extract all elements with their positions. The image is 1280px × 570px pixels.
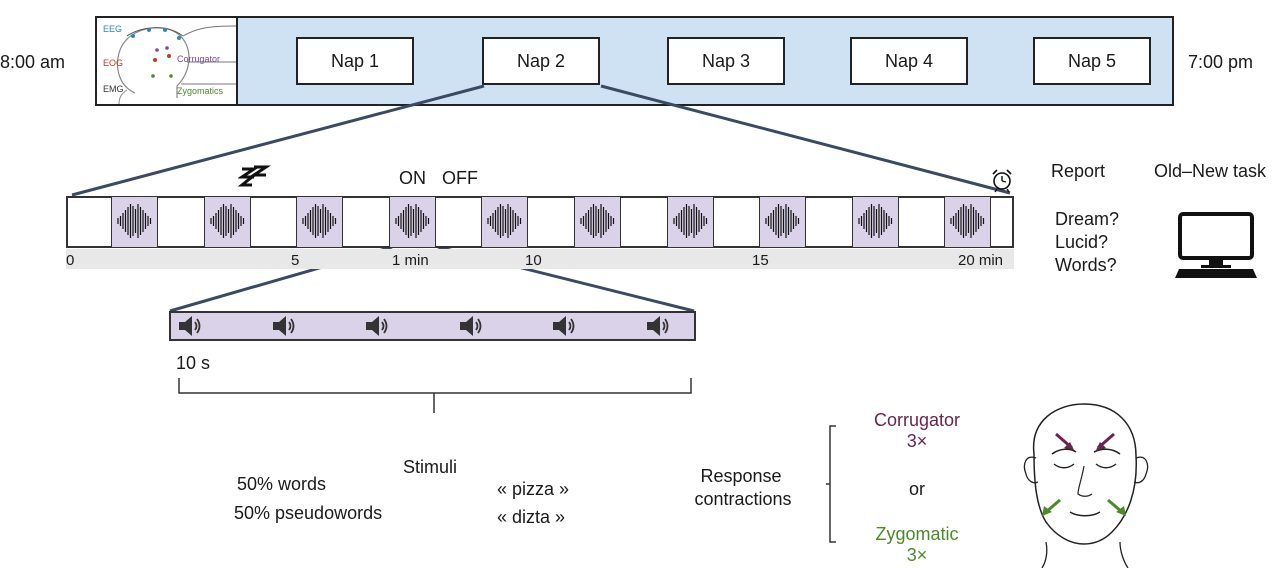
on-label: ON [399, 168, 426, 188]
stim-block-bar [169, 311, 696, 341]
sound-waveform-icon [117, 204, 152, 238]
sound-waveform-icon [302, 204, 337, 238]
tick-15: 15 [752, 252, 769, 269]
montage-eog-label: EOG [103, 58, 124, 68]
stimuli-bracket [178, 378, 692, 413]
speaker-icon [459, 316, 482, 336]
montage-corrugator-label: Corrugator [177, 54, 221, 64]
alarm-clock-icon [992, 169, 1012, 193]
stimulation-block [666, 196, 714, 248]
start-time: 8:00 am [0, 52, 66, 72]
tick-20-min: 20 min [958, 252, 1004, 269]
stimulation-block [296, 196, 344, 248]
zygomatic-label: Zygomatic [875, 524, 959, 544]
report-words: Words? [1055, 255, 1117, 275]
face-icon [1023, 403, 1149, 568]
duration-label: 10 s [176, 353, 211, 373]
speaker-icon [179, 316, 201, 336]
corrugator-count: 3× [906, 431, 928, 451]
response-label-line1: Response [700, 466, 782, 486]
stimulation-block [944, 196, 992, 248]
nap-5-box: Nap 5 [1033, 37, 1151, 85]
sound-waveform-icon [580, 204, 615, 238]
tick-5: 5 [291, 252, 300, 269]
zygomatic-count: 3× [906, 545, 928, 565]
stimulation-block [203, 196, 251, 248]
speaker-icon [647, 316, 669, 336]
stimuli-title: Stimuli [403, 457, 458, 477]
montage-emg-label: EMG [103, 84, 124, 94]
stimulation-block [111, 196, 158, 248]
sleep-zzz-icon [238, 165, 271, 187]
computer-icon [1175, 212, 1257, 278]
sound-waveform-icon [858, 204, 892, 238]
nap-3-box: Nap 3 [667, 37, 785, 85]
sound-waveform-icon [950, 204, 985, 238]
example-word: « pizza » [497, 479, 570, 499]
report-title: Report [1051, 161, 1106, 181]
words-percent: 50% words [237, 474, 327, 494]
task-title: Old–New task [1154, 161, 1267, 181]
montage-eeg-label: EEG [103, 24, 123, 34]
response-bracket [826, 425, 836, 543]
nap-2-box: Nap 2 [482, 37, 600, 85]
sound-waveform-icon [209, 204, 244, 238]
nap-4-box: Nap 4 [850, 37, 968, 85]
montage-zygomatics-label: Zygomatics [177, 86, 224, 96]
sound-waveform-icon [487, 204, 522, 238]
speaker-icon [272, 316, 294, 336]
speaker-icon [366, 316, 388, 336]
stimulation-block [851, 196, 899, 248]
stimulation-block [388, 196, 436, 248]
speaker-icon [553, 316, 575, 336]
pseudowords-percent: 50% pseudowords [234, 503, 383, 523]
off-label: OFF [442, 168, 478, 188]
tick-10: 10 [525, 252, 542, 269]
head-electrodes-icon [116, 25, 237, 105]
report-lucid: Lucid? [1055, 232, 1109, 252]
or-label: or [908, 479, 925, 499]
sound-waveform-icon [672, 204, 707, 238]
nap-1-box: Nap 1 [296, 37, 414, 85]
tick-0: 0 [66, 252, 75, 269]
stimulation-block [574, 196, 621, 248]
report-dream: Dream? [1055, 209, 1120, 229]
electrode-montage-panel: EEG EOG EMG Corrugator Zygomatics [95, 16, 238, 106]
response-label-line2: contractions [694, 489, 792, 509]
end-time: 7:00 pm [1188, 52, 1254, 72]
stimulation-block [759, 196, 807, 248]
stimulation-block [481, 196, 529, 248]
corrugator-label: Corrugator [873, 410, 961, 430]
sound-waveform-icon [765, 204, 800, 238]
tick-1-min: 1 min [392, 252, 429, 269]
sound-waveform-icon [395, 204, 429, 238]
timeline-axis-strip [66, 249, 1014, 269]
example-pseudoword: « dizta » [497, 507, 566, 527]
